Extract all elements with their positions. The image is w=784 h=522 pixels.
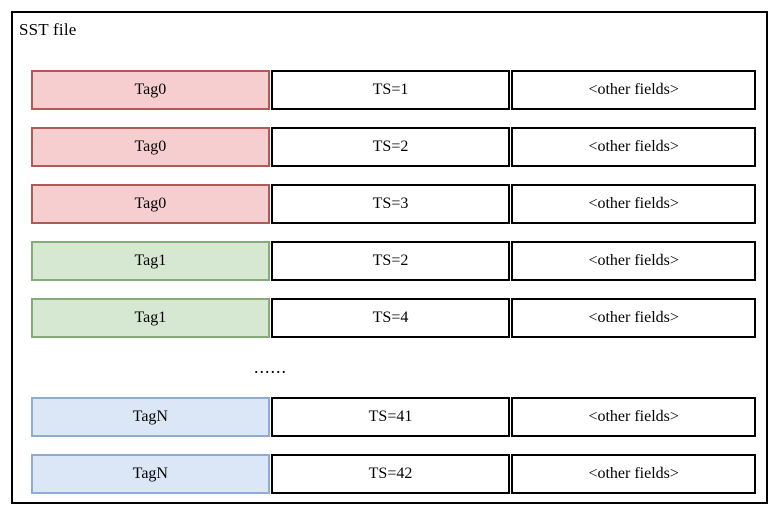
entry-timestamp-cell: TS=2 [270, 127, 511, 167]
entry-timestamp-cell: TS=41 [270, 397, 511, 437]
entry-tag-cell: Tag0 [31, 127, 270, 167]
entry-other-fields-cell: <other fields> [511, 298, 756, 338]
entry-timestamp-cell: TS=1 [270, 70, 511, 110]
sst-entry-list: Tag0 TS=1 <other fields> Tag0 TS=2 <othe… [31, 70, 756, 511]
entries-ellipsis-row: ...... [31, 355, 756, 384]
entry-tag-cell: TagN [31, 454, 270, 494]
entry-other-fields-cell: <other fields> [511, 184, 756, 224]
entry-timestamp-cell: TS=2 [270, 241, 511, 281]
entry-tag-cell: Tag0 [31, 184, 270, 224]
sst-entry-row: TagN TS=41 <other fields> [31, 397, 756, 437]
entry-tag-cell: TagN [31, 397, 270, 437]
sst-entry-row: Tag0 TS=1 <other fields> [31, 70, 756, 110]
entry-tag-cell: Tag1 [31, 241, 270, 281]
entry-timestamp-cell: TS=42 [270, 454, 511, 494]
sst-file-title: SST file [19, 20, 77, 39]
sst-entry-row: Tag0 TS=2 <other fields> [31, 127, 756, 167]
entry-timestamp-cell: TS=3 [270, 184, 511, 224]
sst-entry-row: Tag0 TS=3 <other fields> [31, 184, 756, 224]
ellipsis-text: ...... [254, 357, 287, 377]
entry-tag-cell: Tag1 [31, 298, 270, 338]
sst-file-container: SST file Tag0 TS=1 <other fields> Tag0 T… [11, 11, 768, 504]
entry-other-fields-cell: <other fields> [511, 127, 756, 167]
sst-entry-row: Tag1 TS=4 <other fields> [31, 298, 756, 338]
entry-other-fields-cell: <other fields> [511, 397, 756, 437]
entry-other-fields-cell: <other fields> [511, 70, 756, 110]
sst-entry-row: TagN TS=42 <other fields> [31, 454, 756, 494]
entry-other-fields-cell: <other fields> [511, 241, 756, 281]
entry-timestamp-cell: TS=4 [270, 298, 511, 338]
sst-entry-row: Tag1 TS=2 <other fields> [31, 241, 756, 281]
entry-other-fields-cell: <other fields> [511, 454, 756, 494]
entry-tag-cell: Tag0 [31, 70, 270, 110]
